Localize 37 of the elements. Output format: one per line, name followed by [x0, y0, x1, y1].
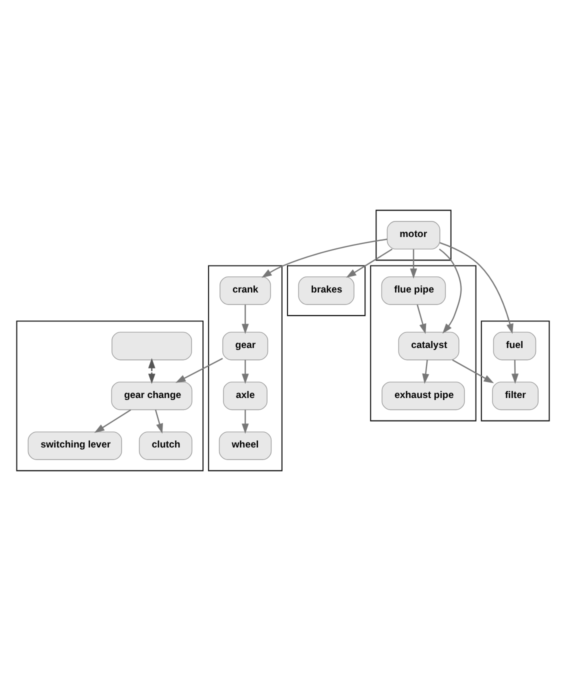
node-box: motor [386, 221, 440, 250]
arrow [440, 242, 514, 334]
node-box: switching lever [28, 432, 122, 460]
node-box: gear change [111, 382, 192, 410]
arrow [242, 360, 249, 384]
node-box [112, 332, 192, 360]
node-box: filter [492, 382, 539, 410]
arrow [422, 360, 430, 384]
arrow [94, 409, 132, 433]
cluster [16, 320, 204, 472]
arrow [452, 359, 494, 384]
node-box: fuel [493, 332, 536, 360]
arrow [175, 358, 223, 383]
cluster [208, 265, 282, 472]
cluster [376, 210, 452, 261]
node-box: catalyst [398, 332, 460, 360]
arrow [438, 248, 462, 334]
node-box: flue pipe [381, 276, 446, 305]
cluster [286, 265, 366, 316]
node-box: gear [222, 332, 268, 360]
node-box: axle [223, 382, 268, 410]
arrow [154, 410, 163, 434]
node-box: crank [220, 276, 271, 305]
arrow [416, 304, 426, 334]
arrow [410, 249, 418, 279]
cluster [480, 320, 550, 422]
node-box: brakes [298, 276, 354, 305]
arrow [242, 410, 249, 434]
node-box: exhaust pipe [382, 382, 465, 410]
cluster [370, 265, 476, 422]
node-box: wheel [218, 432, 272, 460]
arrow [242, 304, 249, 334]
arrow [511, 360, 519, 384]
arrow [148, 358, 156, 384]
arrow [262, 238, 388, 278]
node-box: clutch [138, 432, 192, 460]
arrow [346, 248, 393, 278]
